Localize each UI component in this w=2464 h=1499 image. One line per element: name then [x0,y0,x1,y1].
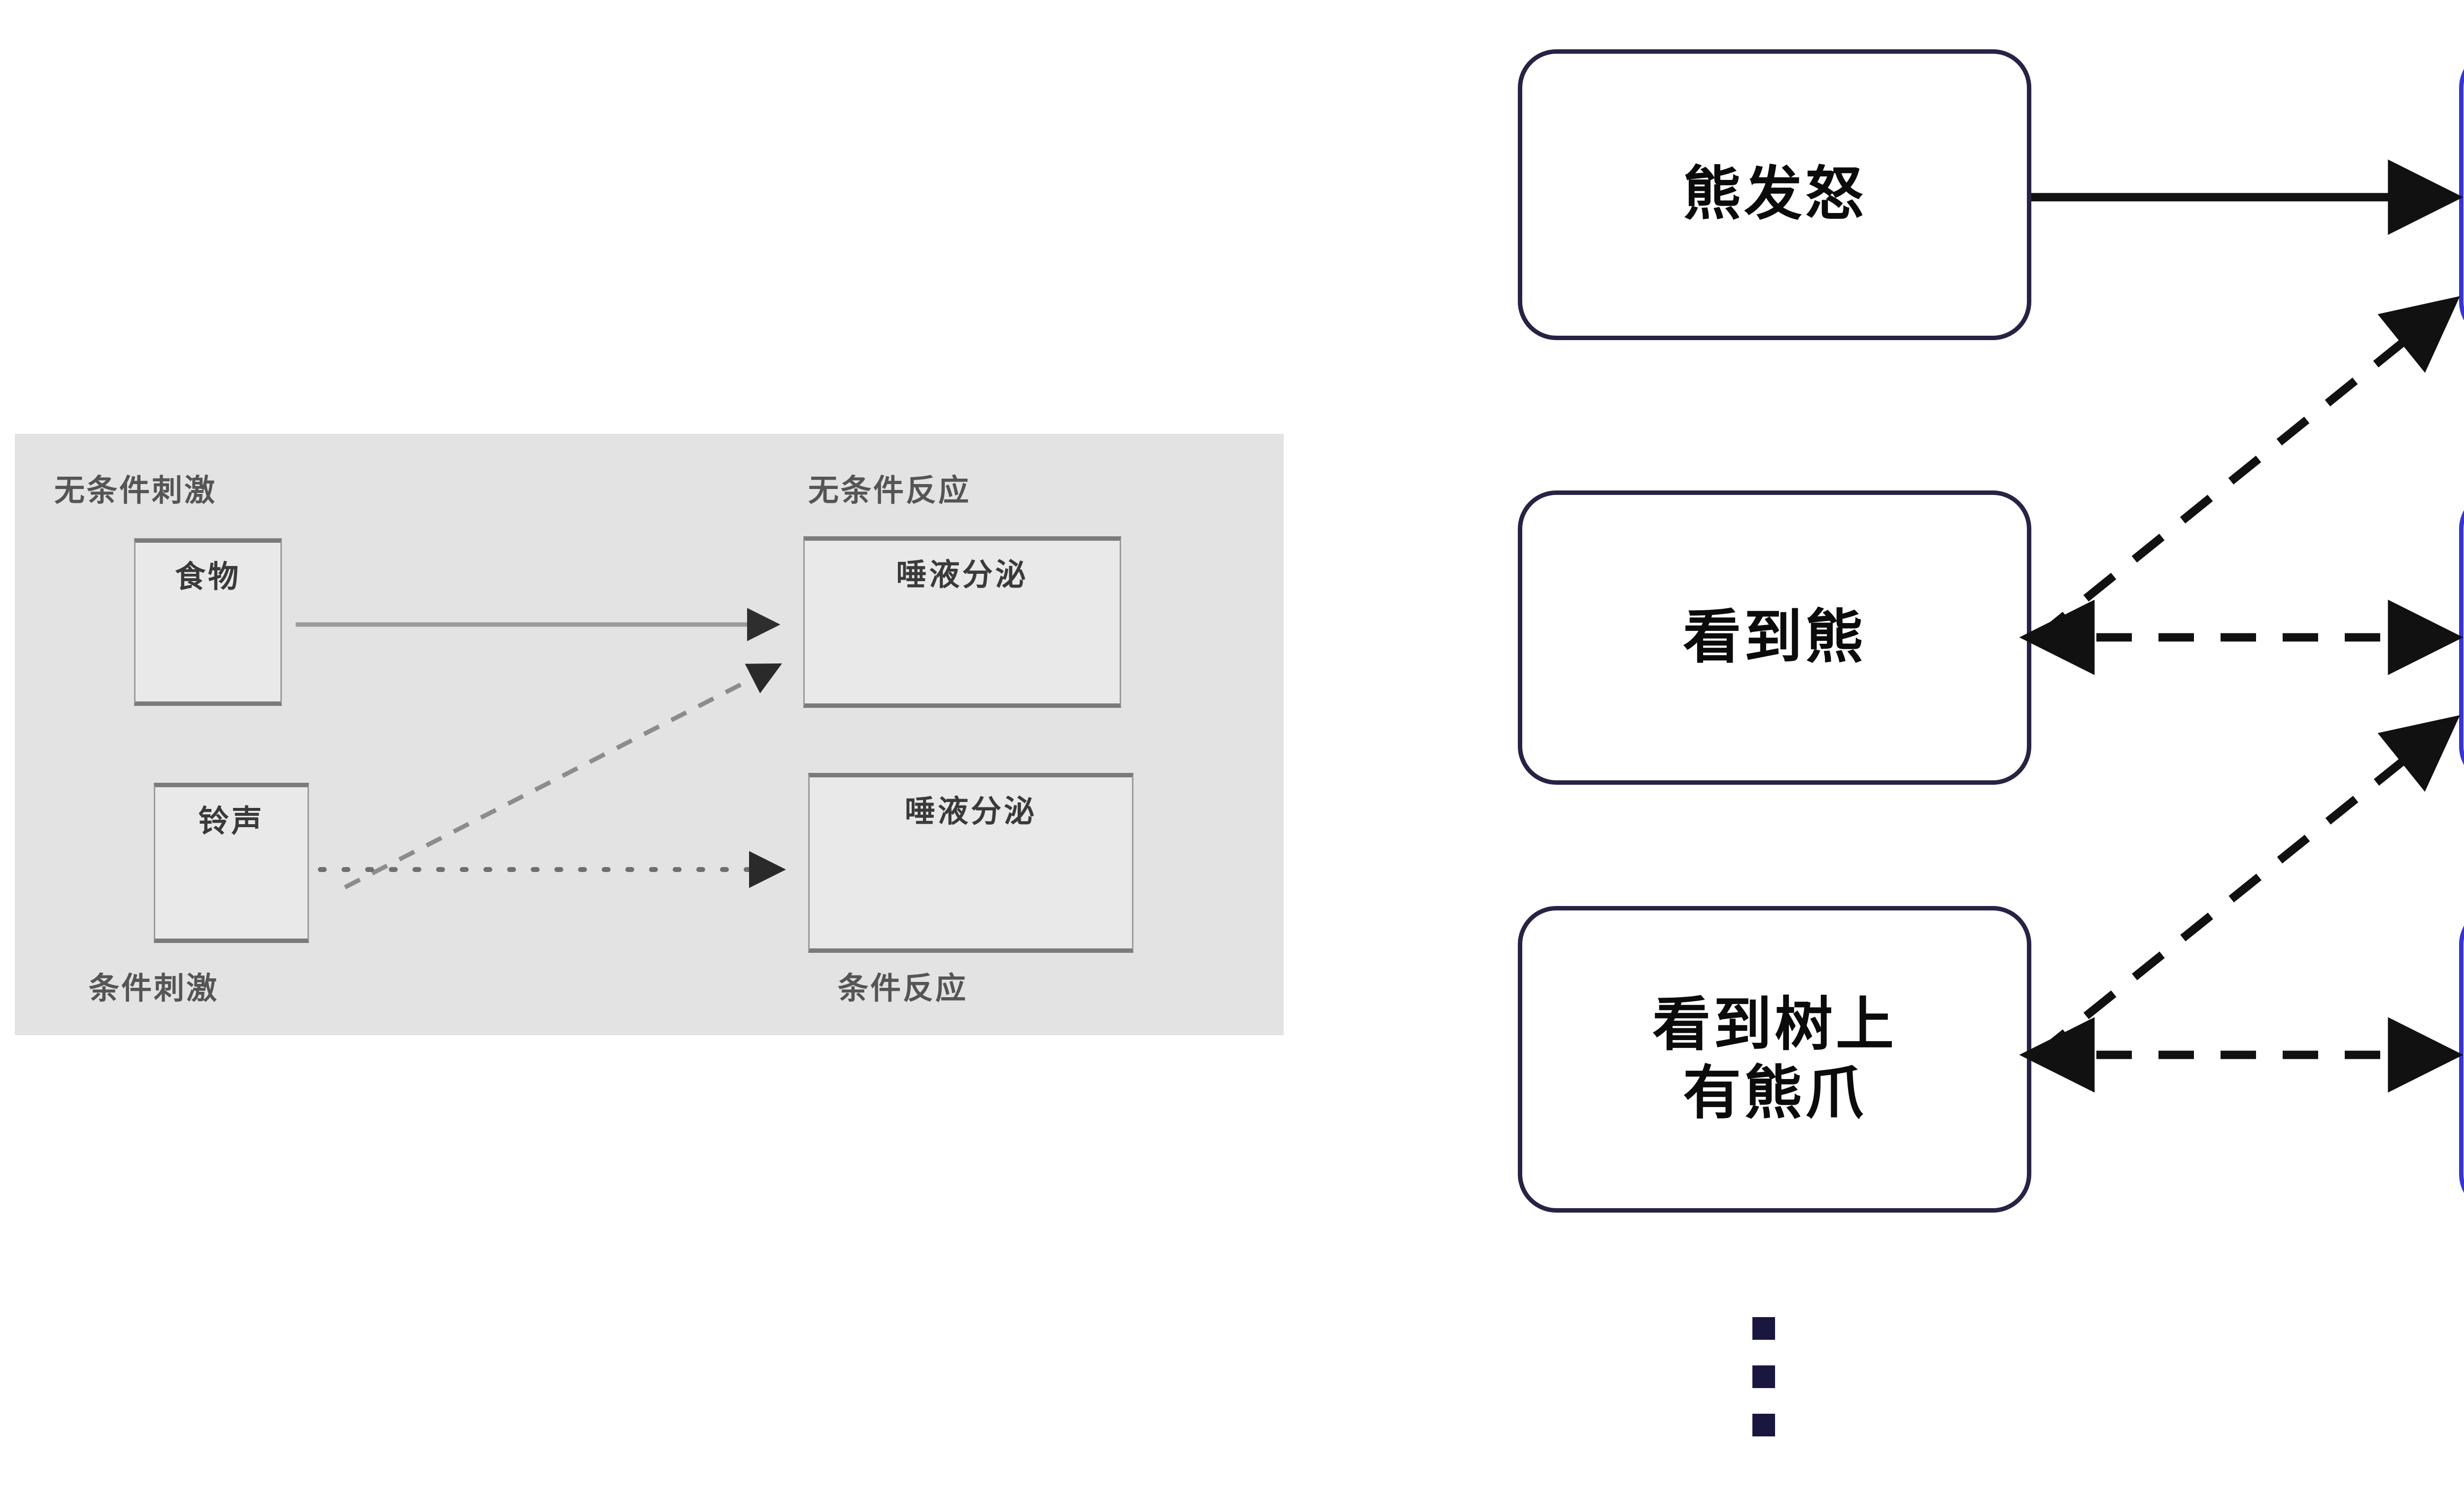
ellipsis-dot [1752,1317,1775,1340]
rl-node-see-claw-label: 看到树上 有熊爪 [1652,991,1897,1128]
rl-node-see-claw-line2: 有熊爪 [1682,1061,1866,1126]
ellipsis-left-column [1752,1317,1775,1436]
rl-node-bear-angry: 熊发怒 [1518,49,2031,340]
cc-box-food: 食物 [134,538,282,706]
rl-node-see-claw: 看到树上 有熊爪 [1518,906,2031,1213]
rl-node-value-state: V(s) [2459,906,2464,1213]
cc-box-salivation-top: 唾液分泌 [803,536,1121,708]
rl-node-reward: 奖励 [2459,49,2464,340]
rl-node-see-bear-label: 看到熊 [1682,604,1866,670]
caption-unconditioned-response: 无条件反应 [808,474,971,508]
caption-conditioned-stimulus: 条件刺激 [89,972,219,1006]
rl-edge-see-claw-to-value-next-state [2035,715,2460,1058]
rl-node-see-bear: 看到熊 [1518,490,2031,785]
rl-node-bear-angry-label: 熊发怒 [1682,162,1866,227]
caption-unconditioned-stimulus: 无条件刺激 [54,474,217,508]
ellipsis-dot [1752,1365,1775,1388]
rl-node-see-claw-line1: 看到树上 [1652,992,1897,1057]
cc-box-bell: 铃声 [154,783,309,943]
ellipsis-dot [1752,1414,1775,1436]
caption-conditioned-response: 条件反应 [838,972,968,1006]
cc-box-salivation-bottom: 唾液分泌 [808,773,1133,953]
rl-node-value-next-state: V(s′) [2459,490,2464,785]
rl-edge-see-bear-to-reward [2035,296,2460,641]
